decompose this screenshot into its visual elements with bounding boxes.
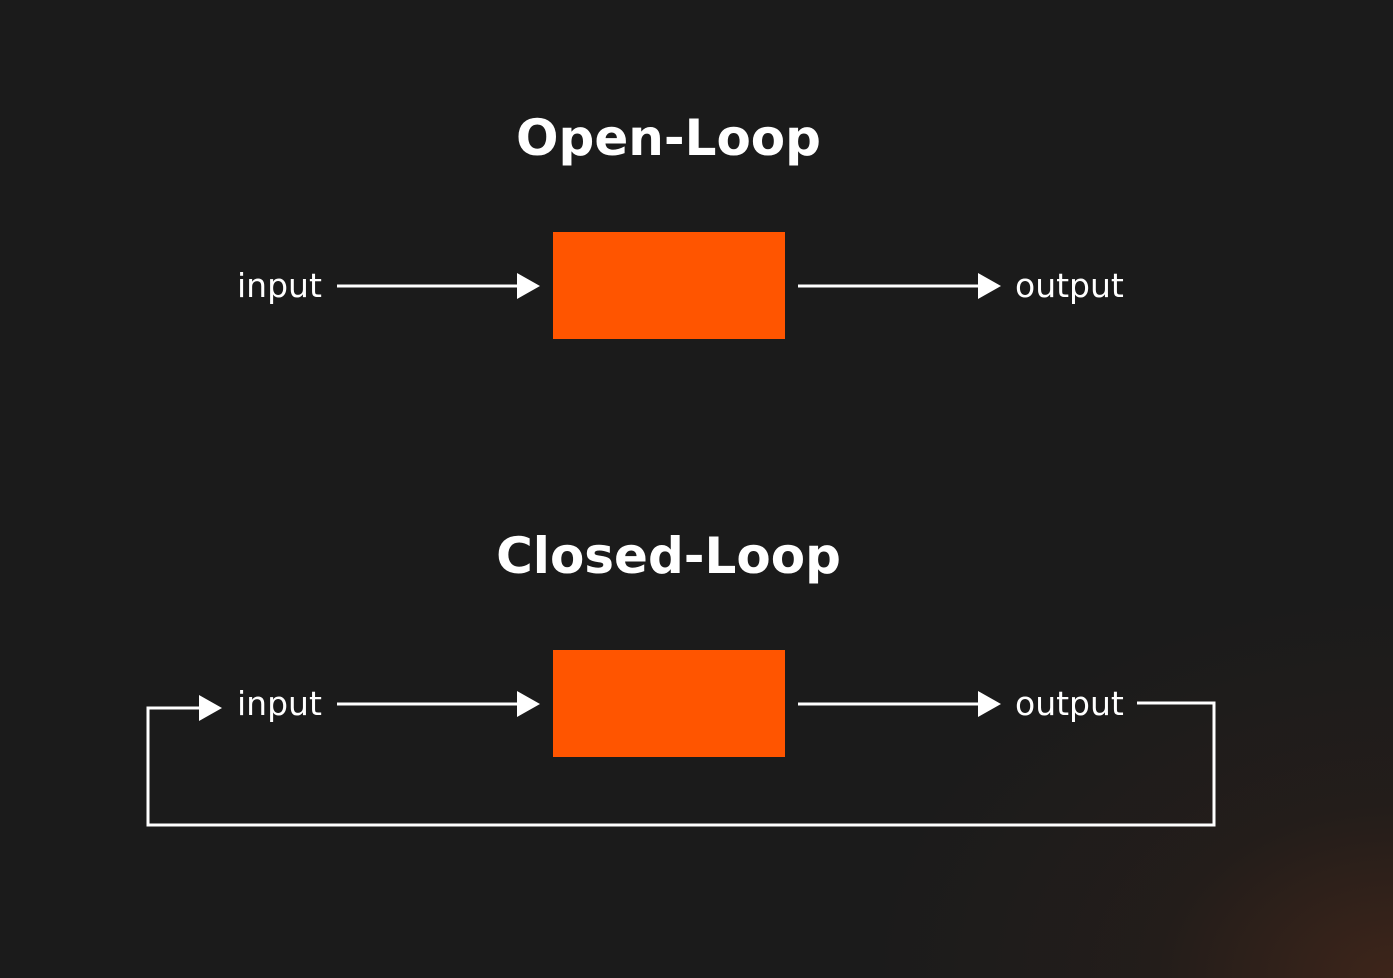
- open-loop-input-arrowhead-icon: [517, 273, 540, 299]
- open-loop-output-arrowhead-icon: [978, 273, 1001, 299]
- open-loop-input-label: input: [237, 266, 322, 305]
- open-loop-output-label: output: [1015, 266, 1124, 305]
- closed-loop-output-label: output: [1015, 684, 1124, 723]
- open-loop-title: Open-Loop: [516, 109, 821, 167]
- closed-loop-input-arrowhead-icon: [517, 691, 540, 717]
- closed-loop-input-label: input: [237, 684, 322, 723]
- closed-loop-output-arrowhead-icon: [978, 691, 1001, 717]
- feedback-arrowhead-icon: [199, 695, 222, 721]
- closed-loop-system-block: [553, 650, 785, 757]
- open-loop-system-block: [553, 232, 785, 339]
- closed-loop-title: Closed-Loop: [496, 527, 841, 585]
- feedback-path-line: [146, 701, 1216, 827]
